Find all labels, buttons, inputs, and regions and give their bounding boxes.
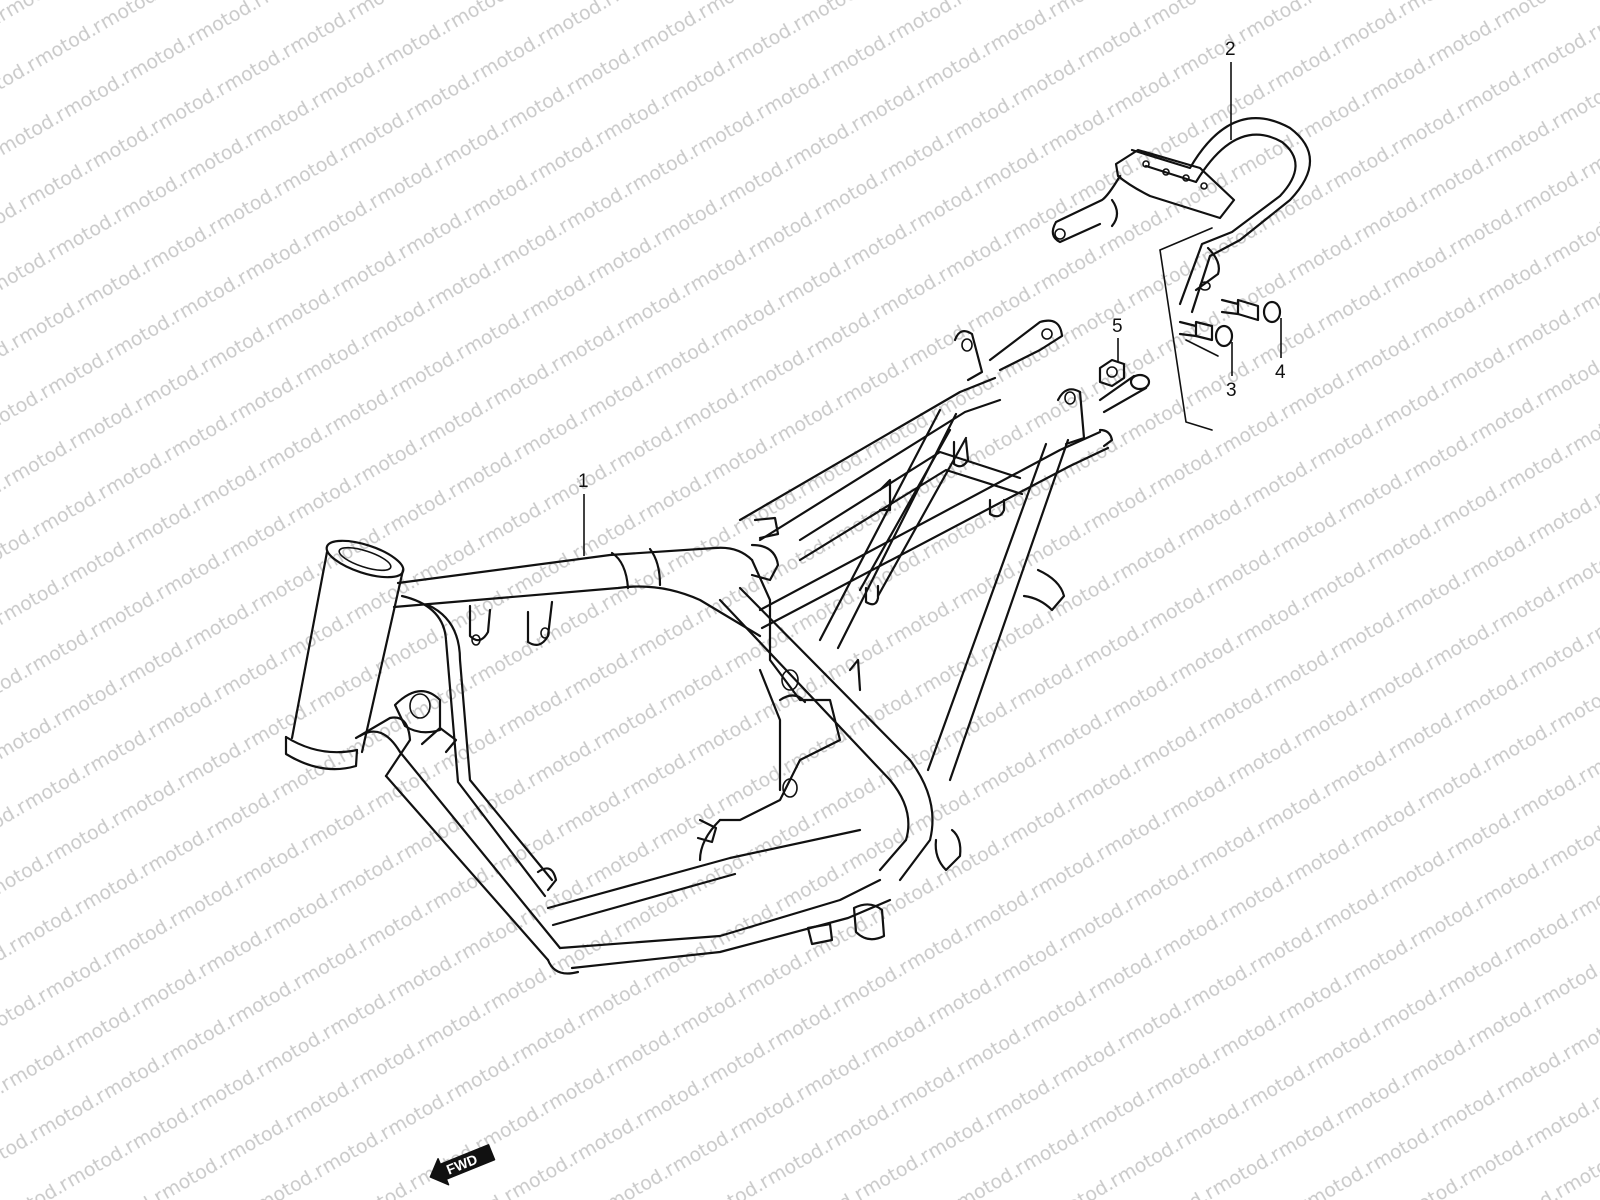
callout-leaders <box>583 62 1282 556</box>
seat-rails <box>738 376 1110 650</box>
frame-drawing <box>284 319 1151 975</box>
steering-head-tube <box>284 539 405 771</box>
nut-5-drawing <box>1098 358 1126 388</box>
front-inner-tube <box>400 594 554 898</box>
callout-2: 2 <box>1225 39 1236 60</box>
callout-4: 4 <box>1275 362 1286 383</box>
top-tubes <box>392 546 762 638</box>
rear-grab-rail-drawing <box>1051 117 1312 314</box>
bolt-4-drawing <box>1220 298 1282 324</box>
center-diagonal-tube <box>718 586 934 882</box>
mount-tabs <box>393 428 1114 946</box>
lower-cradle <box>546 828 892 975</box>
bolt-3-drawing <box>1178 320 1234 348</box>
arrow-left-down-icon <box>429 1144 496 1186</box>
callout-5: 5 <box>1112 316 1123 337</box>
callout-1: 1 <box>578 471 589 492</box>
callout-3: 3 <box>1226 380 1237 401</box>
rear-down-tube <box>926 438 1070 782</box>
upper-left-tab <box>953 319 1064 382</box>
attachment-guide-lines <box>1159 227 1219 431</box>
pivot-plate <box>698 558 842 862</box>
upper-right-tab <box>1056 373 1151 446</box>
